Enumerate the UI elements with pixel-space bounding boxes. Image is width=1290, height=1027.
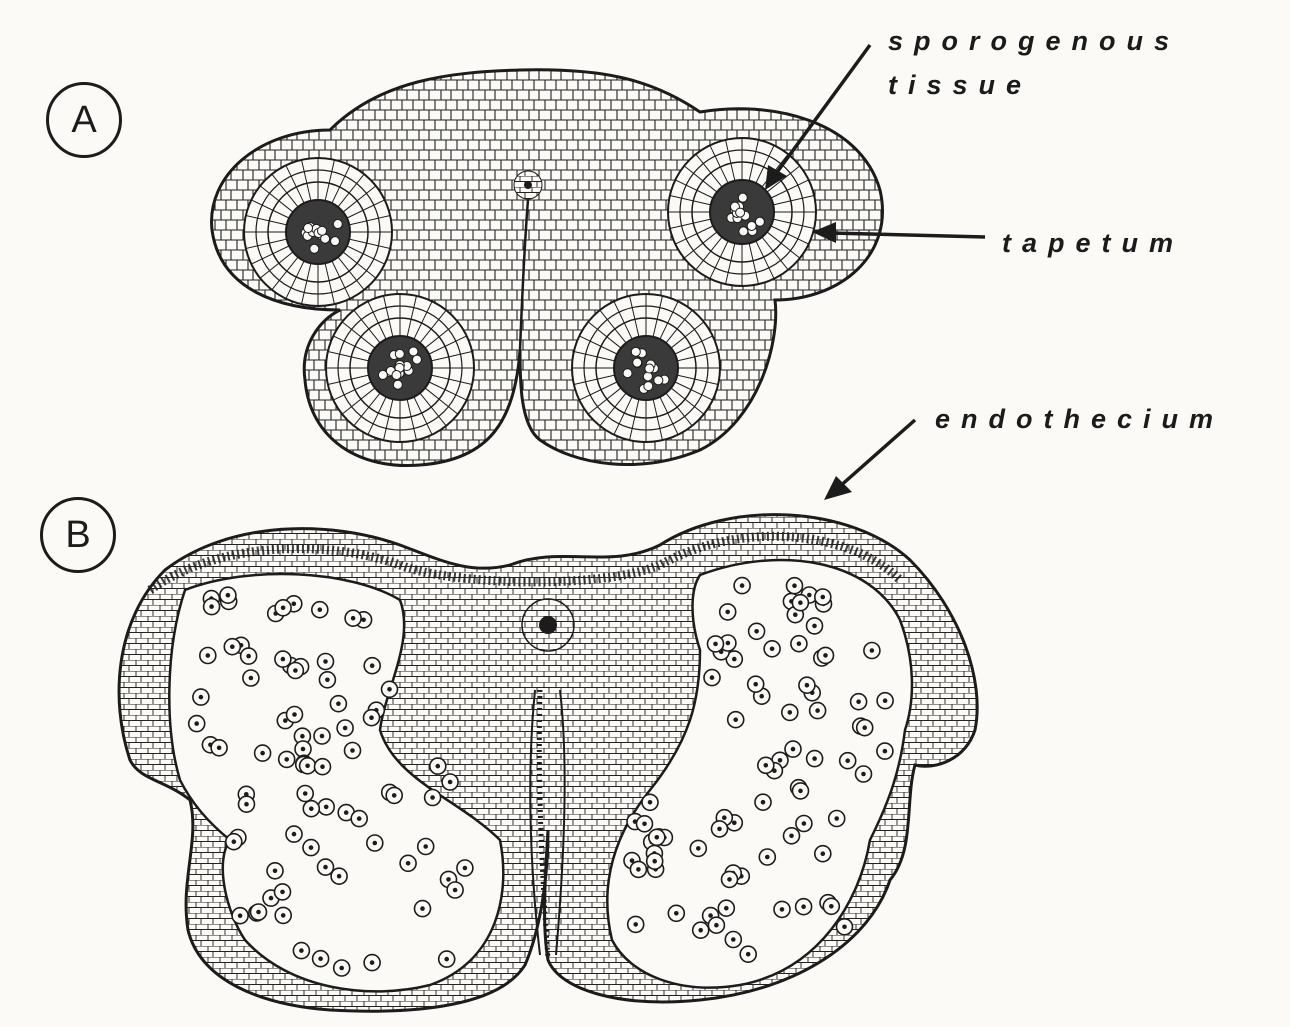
locule-4	[572, 294, 720, 442]
panel-label-b: B	[40, 497, 116, 573]
panel-label-b-text: B	[65, 514, 90, 557]
locule-3	[326, 294, 474, 442]
label-tapetum: tapetum	[1002, 228, 1184, 258]
locule-1	[244, 158, 392, 306]
locule-2	[668, 138, 816, 286]
panel-label-a-text: A	[71, 99, 96, 142]
endothecium-arrow	[838, 420, 915, 488]
label-endothecium: endothecium	[935, 404, 1224, 434]
label-tissue: tissue	[888, 70, 1032, 100]
label-sporogenous: sporogenous	[888, 26, 1180, 56]
panel-label-a: A	[46, 82, 122, 158]
